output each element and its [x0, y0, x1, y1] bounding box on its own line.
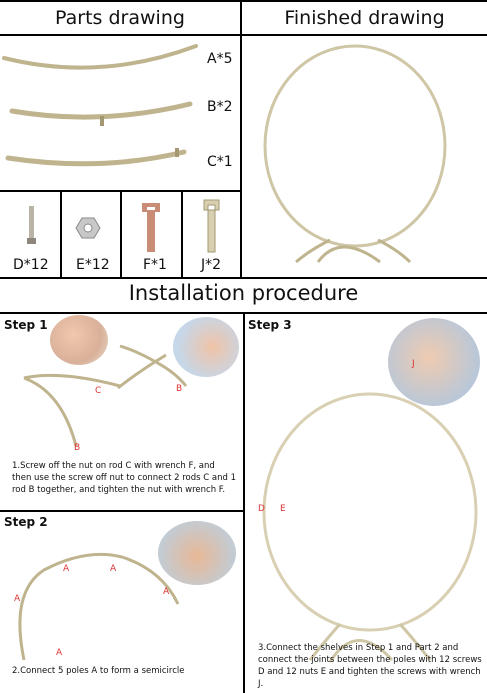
hardware-e-label: E*12 — [76, 257, 110, 273]
finished-stand-left — [295, 238, 331, 264]
parts-finished-divider — [240, 0, 242, 278]
step2-title: Step 2 — [4, 515, 48, 529]
finished-drawing-title: Finished drawing — [284, 7, 445, 29]
parts-drawing-title: Parts drawing — [55, 7, 185, 29]
step3-stand-right — [398, 623, 432, 661]
hardware-j-label: J*2 — [201, 257, 222, 273]
header-divider — [0, 34, 487, 36]
step2-mark-a4: A — [163, 587, 170, 597]
finished-ring — [263, 44, 447, 248]
step1-rod-center — [117, 353, 167, 390]
top-border — [0, 0, 487, 2]
step1-mark-b-left: B — [74, 443, 81, 453]
step1-step2-divider — [0, 510, 243, 512]
hardware-cell-divider-1 — [60, 190, 62, 278]
step1-photo-1 — [50, 315, 108, 365]
step3-mark-j: J — [412, 359, 415, 369]
step3-mark-d: D — [258, 504, 265, 514]
nut-e-hole — [83, 223, 93, 233]
screw-d-head — [27, 238, 36, 244]
hardware-d-label: D*12 — [13, 257, 49, 273]
wrench-f-handle — [147, 210, 155, 252]
step1-title: Step 1 — [4, 318, 48, 332]
step3-mark-e: E — [280, 504, 286, 514]
step3-stand-left — [308, 623, 342, 661]
step1-photo-2 — [173, 317, 239, 377]
step3-stand-cross — [328, 639, 394, 663]
step2-semicircle — [18, 552, 180, 661]
step2-mark-a3: A — [14, 594, 21, 604]
finished-stand-right — [377, 238, 412, 264]
step-column-divider — [243, 312, 245, 693]
step3-photo — [388, 318, 480, 406]
step1-rod-b2 — [165, 366, 188, 387]
step3-ring — [262, 392, 478, 632]
step1-rod-c-left — [23, 373, 121, 388]
rod-c-joint — [175, 148, 179, 157]
rod-b-joint — [100, 116, 104, 126]
wrench-j-head — [203, 199, 220, 211]
step2-mark-a2: A — [110, 564, 117, 574]
finished-stand-cross — [316, 245, 381, 264]
wrench-j-handle — [207, 209, 216, 253]
rod-b — [9, 101, 193, 120]
step2-mark-a5: A — [56, 648, 63, 658]
part-c-label: C*1 — [207, 154, 233, 170]
part-a-label: A*5 — [207, 51, 233, 67]
rod-a — [2, 44, 198, 70]
step3-text: 3.Connect the shelves in Step 1 and Part… — [258, 643, 482, 689]
hardware-cell-divider-3 — [181, 190, 183, 278]
rod-c — [5, 149, 187, 167]
procedure-top-divider — [0, 277, 487, 279]
step2-photo — [158, 521, 236, 585]
step2-mark-a1: A — [63, 564, 70, 574]
step1-rod-c-right — [119, 344, 167, 370]
hardware-f-label: F*1 — [143, 257, 167, 273]
procedure-title: Installation procedure — [128, 281, 359, 305]
hardware-cell-divider-2 — [120, 190, 122, 278]
wrench-f-head — [142, 203, 160, 212]
step3-title: Step 3 — [248, 318, 292, 332]
part-b-label: B*2 — [207, 99, 233, 115]
screw-d-shaft — [29, 206, 34, 240]
step1-rod-b — [23, 376, 78, 447]
step1-mark-b-right: B — [176, 384, 183, 394]
step2-text: 2.Connect 5 poles A to form a semicircle — [12, 666, 185, 676]
step1-text: 1.Screw off the nut on rod C with wrench… — [12, 461, 237, 495]
step1-mark-c: C — [95, 386, 102, 396]
